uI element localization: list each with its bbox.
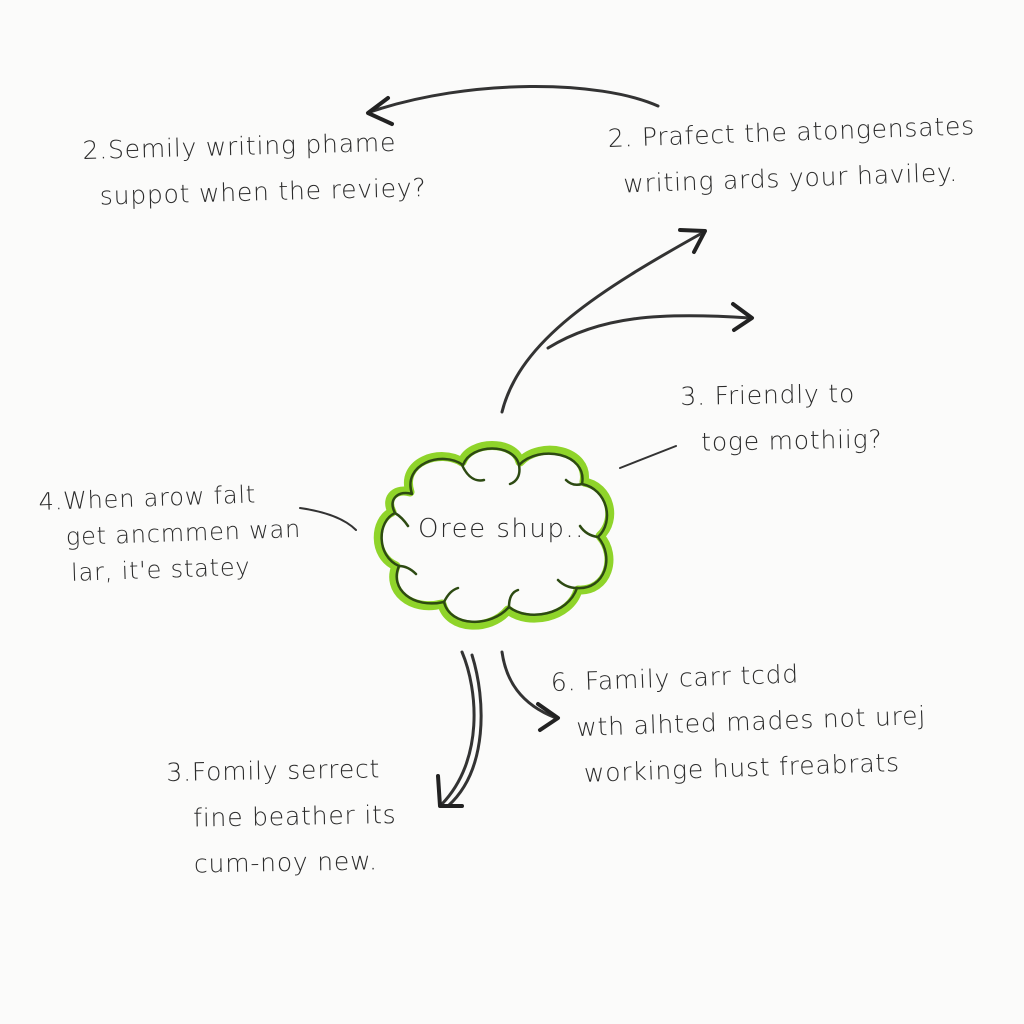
arrow-up-right [500, 228, 707, 414]
note-bottom-right: 6. Family carr tcdd wth alhted mades not… [550, 647, 928, 798]
note-top-right: 2. Prafect the atongensates writing ards… [607, 103, 977, 208]
arrow-down-left [436, 650, 483, 808]
arrow-right [546, 302, 754, 350]
arrow-top-left [366, 85, 660, 126]
note-line: toge mothiig? [700, 424, 883, 457]
connector-left [299, 507, 357, 531]
center-cloud [373, 441, 615, 630]
note-bottom-left: 3.Fomily serrect fine beather its cum-no… [166, 746, 398, 888]
note-top-left: 2.Semily writing phame suppot when the r… [82, 119, 427, 220]
note-line: cum-noy new. [193, 846, 379, 879]
arrow-down-right [500, 650, 560, 732]
note-line: 3.Fomily serrect [166, 754, 381, 787]
note-line: fine beather its [192, 799, 397, 833]
note-line: 3. Friendly to [680, 378, 856, 411]
note-left: 4.When arow falt get ancmmen wan lar, it… [38, 475, 303, 592]
note-right: 3. Friendly to toge mothiig? [680, 370, 883, 465]
note-line: suppot when the reviey? [99, 173, 427, 211]
center-label: Oree shup.. [418, 514, 585, 544]
connector-right [619, 445, 677, 469]
